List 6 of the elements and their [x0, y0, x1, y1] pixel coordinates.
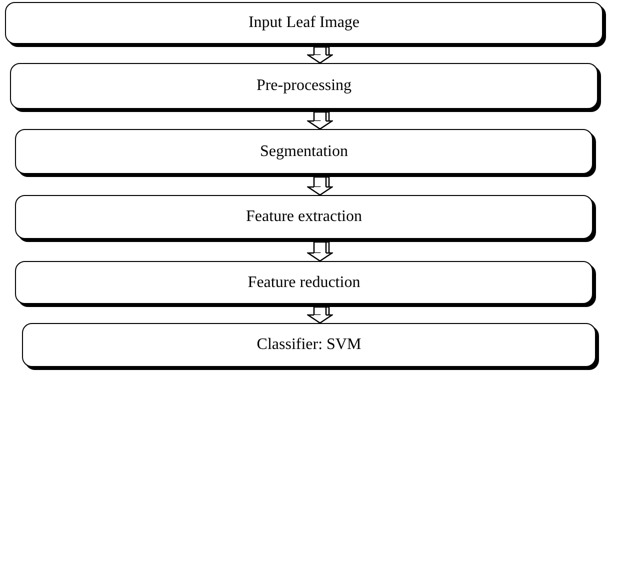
process-box: Segmentation: [15, 129, 593, 174]
process-box: Pre-processing: [10, 63, 598, 109]
process-box: Feature extraction: [15, 195, 593, 239]
process-box: Input Leaf Image: [5, 2, 603, 44]
process-box: Classifier: SVM: [22, 323, 596, 367]
process-box: Feature reduction: [15, 261, 593, 304]
